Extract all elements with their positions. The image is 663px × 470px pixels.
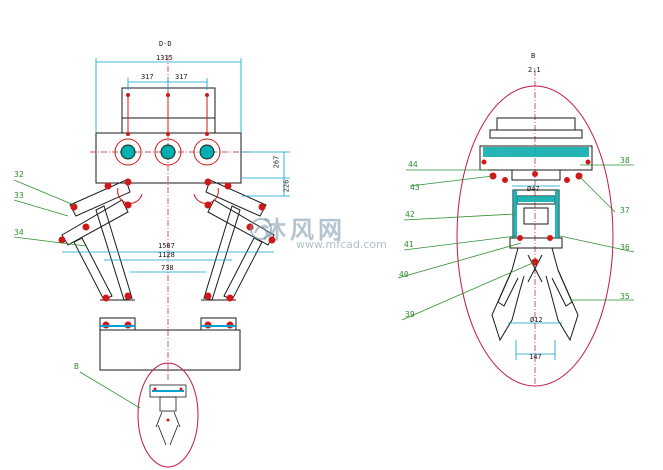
dim-height-b: 226 bbox=[282, 179, 291, 193]
dim-jaw-open: Ø12 bbox=[530, 316, 543, 324]
piston-center bbox=[154, 138, 182, 166]
part-label-42: 42 bbox=[405, 210, 415, 219]
right-leaders bbox=[397, 164, 635, 321]
part-label-40: 40 bbox=[399, 270, 409, 279]
piston-left bbox=[114, 138, 142, 166]
dim-span-3: 738 bbox=[161, 264, 174, 272]
part-label-36: 36 bbox=[620, 243, 630, 252]
watermark-url: www.mfcad.com bbox=[296, 238, 387, 251]
dim-pitch-right: 317 bbox=[175, 73, 188, 81]
part-label-38: 38 bbox=[620, 156, 630, 165]
watermark-brand: 沐风网 bbox=[262, 216, 346, 244]
part-label-41: 41 bbox=[404, 240, 414, 249]
watermark-logo-icon bbox=[250, 218, 272, 240]
part-label-35: 35 bbox=[620, 292, 630, 301]
part-label-44: 44 bbox=[408, 160, 418, 169]
part-label-39: 39 bbox=[405, 310, 415, 319]
detail-b-label: B bbox=[74, 362, 79, 371]
piston-right bbox=[193, 138, 221, 166]
left-leaders bbox=[13, 179, 87, 247]
dim-top-width: 1315 bbox=[156, 54, 173, 62]
right-detail-view bbox=[456, 70, 614, 387]
part-label-34: 34 bbox=[14, 228, 24, 237]
right-linkage bbox=[200, 179, 275, 331]
part-label-43: 43 bbox=[410, 183, 420, 192]
left-gripper-view bbox=[58, 55, 276, 380]
left-linkage bbox=[61, 179, 136, 331]
dim-bore-1: Ø47 bbox=[527, 185, 540, 193]
dim-pitch-left: 317 bbox=[141, 73, 154, 81]
left-dimension-lines bbox=[62, 58, 290, 273]
part-label-33: 33 bbox=[14, 191, 24, 200]
right-view-scale: 2:1 bbox=[528, 66, 541, 74]
part-label-37: 37 bbox=[620, 206, 630, 215]
dim-span-2: 1128 bbox=[158, 251, 175, 259]
right-view-title: B bbox=[531, 52, 536, 60]
dim-height-a: 267 bbox=[272, 155, 281, 169]
part-label-32: 32 bbox=[14, 170, 24, 179]
left-view-title: D-D bbox=[159, 40, 172, 48]
detail-b-circle bbox=[79, 362, 199, 468]
dim-span-1: 1507 bbox=[158, 242, 175, 250]
dim-jaw-width: 147 bbox=[529, 353, 542, 361]
